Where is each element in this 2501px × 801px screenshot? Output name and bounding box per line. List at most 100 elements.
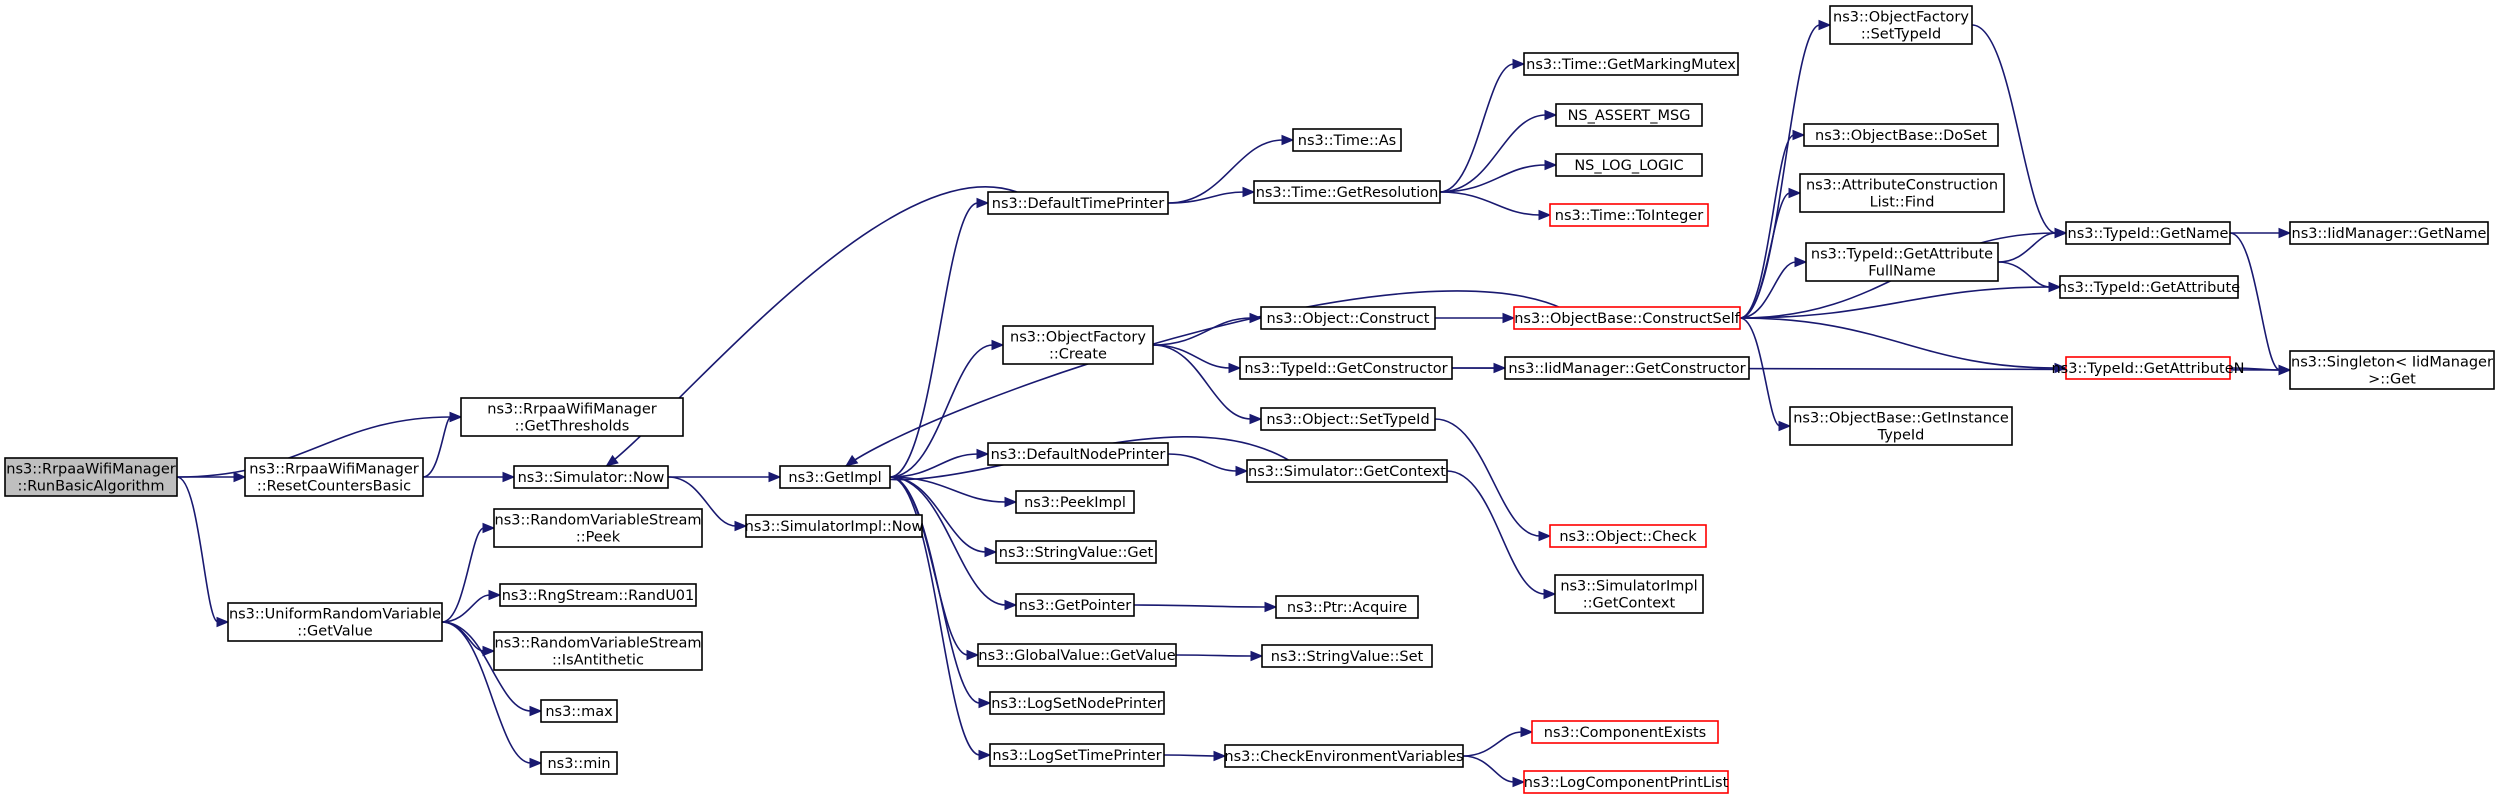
node-box xyxy=(1260,306,1436,330)
node-box xyxy=(1292,128,1402,152)
node-objectCheck[interactable]: ns3::Object::Check xyxy=(1549,524,1707,548)
node-timeAs[interactable]: ns3::Time::As xyxy=(1292,128,1402,152)
node-objBaseConstructSelf[interactable]: ns3::ObjectBase::ConstructSelf xyxy=(1513,306,1741,330)
node-label: ns3::ComponentExists xyxy=(1544,725,1707,741)
node-randU01[interactable]: ns3::RngStream::RandU01 xyxy=(499,583,697,607)
node-checkEnvVars[interactable]: ns3::CheckEnvironmentVariables xyxy=(1224,744,1464,768)
node-rvsPeek[interactable]: ns3::RandomVariableStream::Peek xyxy=(493,508,703,548)
node-stringValueSet[interactable]: ns3::StringValue::Set xyxy=(1261,644,1433,668)
node-nsLogLogic[interactable]: NS_LOG_LOGIC xyxy=(1555,153,1703,177)
node-resetCounters[interactable]: ns3::RrpaaWifiManager::ResetCountersBasi… xyxy=(244,457,424,497)
node-objectSetTypeId[interactable]: ns3::Object::SetTypeId xyxy=(1260,407,1436,431)
node-getPointer[interactable]: ns3::GetPointer xyxy=(1015,593,1135,617)
node-label: ::ResetCountersBasic xyxy=(257,479,411,495)
node-label: ns3::TypeId::GetAttributeN xyxy=(2051,361,2244,377)
node-iidGetName[interactable]: ns3::IidManager::GetName xyxy=(2289,221,2489,245)
node-label: ns3::Time::GetMarkingMutex xyxy=(1526,57,1736,73)
node-objBaseDoSet[interactable]: ns3::ObjectBase::DoSet xyxy=(1803,123,1999,147)
node-box xyxy=(1805,242,1999,282)
node-label: NS_LOG_LOGIC xyxy=(1574,158,1683,174)
node-label: ns3::Ptr::Acquire xyxy=(1287,600,1407,616)
node-singletonGet[interactable]: ns3::Singleton< IidManager>::Get xyxy=(2289,350,2495,390)
node-layer: ns3::RrpaaWifiManager::RunBasicAlgorithm… xyxy=(4,5,2495,794)
edge-root-to-resetCounters xyxy=(177,471,247,483)
node-peekImpl[interactable]: ns3::PeekImpl xyxy=(1015,490,1135,514)
edge-getImpl-to-defaultTimePrinter xyxy=(889,197,990,478)
node-nsAssertMsg[interactable]: NS_ASSERT_MSG xyxy=(1555,103,1703,127)
node-ptrAcquire[interactable]: ns3::Ptr::Acquire xyxy=(1275,595,1419,619)
node-logSetNodePrinter[interactable]: ns3::LogSetNodePrinter xyxy=(989,691,1165,715)
node-box xyxy=(4,457,178,497)
node-label: ns3::TypeId::GetAttribute xyxy=(2058,280,2240,296)
node-isAntithetic[interactable]: ns3::RandomVariableStream::IsAntithetic xyxy=(493,631,703,671)
node-timeGetResolution[interactable]: ns3::Time::GetResolution xyxy=(1253,180,1441,204)
node-label: ns3::IidManager::GetConstructor xyxy=(1508,361,1745,377)
node-label: >::Get xyxy=(2368,372,2416,388)
node-logSetTimePrinter[interactable]: ns3::LogSetTimePrinter xyxy=(989,743,1165,767)
node-label: ns3::Time::ToInteger xyxy=(1555,208,1703,224)
node-box xyxy=(1789,406,2013,446)
node-defaultNodePrinter[interactable]: ns3::DefaultNodePrinter xyxy=(987,442,1169,466)
node-box xyxy=(2065,356,2231,380)
node-box xyxy=(1260,407,1436,431)
node-box xyxy=(987,442,1169,466)
node-box xyxy=(227,602,443,642)
node-label: ns3::GetImpl xyxy=(788,470,881,486)
edge-objBaseConstructSelf-to-objBaseDoSet xyxy=(1739,129,1806,319)
node-simNow[interactable]: ns3::Simulator::Now xyxy=(513,465,669,489)
edge-checkEnvVars-to-componentExists xyxy=(1462,726,1534,757)
node-iidGetConstructor[interactable]: ns3::IidManager::GetConstructor xyxy=(1504,356,1750,380)
node-typeIdGetAttributeN[interactable]: ns3::TypeId::GetAttributeN xyxy=(2051,356,2245,380)
node-label: ns3::StringValue::Set xyxy=(1271,649,1424,665)
node-label: ns3::GetPointer xyxy=(1019,598,1132,614)
node-box xyxy=(1002,325,1154,365)
node-label: ns3::RrpaaWifiManager xyxy=(6,462,176,478)
node-box xyxy=(1523,52,1739,76)
edge-getImpl-to-defaultNodePrinter xyxy=(889,448,990,478)
node-defaultTimePrinter[interactable]: ns3::DefaultTimePrinter xyxy=(987,191,1169,215)
node-getThresholds[interactable]: ns3::RrpaaWifiManager::GetThresholds xyxy=(460,397,684,437)
node-timeToInteger[interactable]: ns3::Time::ToInteger xyxy=(1549,203,1709,227)
edge-typeIdGetName-to-singletonGet xyxy=(2229,232,2292,376)
edge-logSetTimePrinter-to-checkEnvVars xyxy=(1163,750,1227,762)
node-simImplNow[interactable]: ns3::SimulatorImpl::Now xyxy=(745,514,924,538)
edge-typeIdGetName-to-iidGetName xyxy=(2230,227,2292,239)
node-typeIdGetAttribute[interactable]: ns3::TypeId::GetAttribute xyxy=(2058,275,2240,299)
node-min[interactable]: ns3::min xyxy=(540,751,618,775)
node-box xyxy=(1554,574,1704,614)
node-simGetContext[interactable]: ns3::Simulator::GetContext xyxy=(1246,459,1448,483)
node-simImplGetContext[interactable]: ns3::SimulatorImpl::GetContext xyxy=(1554,574,1704,614)
node-box xyxy=(460,397,684,437)
node-label: ns3::Time::GetResolution xyxy=(1256,185,1439,201)
node-max[interactable]: ns3::max xyxy=(540,699,618,723)
node-label: ns3::TypeId::GetConstructor xyxy=(1244,361,1447,377)
node-logComponentPrintList[interactable]: ns3::LogComponentPrintList xyxy=(1523,770,1729,794)
node-typeIdGetConstructor[interactable]: ns3::TypeId::GetConstructor xyxy=(1239,356,1453,380)
edge-getImpl-to-logSetNodePrinter xyxy=(889,476,992,709)
edge-getImpl-to-peekImpl xyxy=(889,476,1018,508)
edge-layer xyxy=(176,19,2292,788)
node-root[interactable]: ns3::RrpaaWifiManager::RunBasicAlgorithm xyxy=(4,457,178,497)
node-getImpl[interactable]: ns3::GetImpl xyxy=(779,465,891,489)
node-stringValueGet[interactable]: ns3::StringValue::Get xyxy=(995,540,1157,564)
node-componentExists[interactable]: ns3::ComponentExists xyxy=(1531,720,1719,744)
node-uniformGetValue[interactable]: ns3::UniformRandomVariable::GetValue xyxy=(227,602,443,642)
node-globalValueGetValue[interactable]: ns3::GlobalValue::GetValue xyxy=(977,643,1177,667)
node-label: ns3::IidManager::GetName xyxy=(2292,226,2487,242)
node-label: ns3::Simulator::GetContext xyxy=(1248,464,1446,480)
node-typeIdGetName[interactable]: ns3::TypeId::GetName xyxy=(2065,221,2231,245)
edge-defaultTimePrinter-to-timeGetResolution xyxy=(1167,186,1256,204)
edge-objBaseConstructSelf-to-objBaseGetInstanceTypeId xyxy=(1739,317,1792,432)
node-objFactorySetTypeId[interactable]: ns3::ObjectFactory::SetTypeId xyxy=(1829,5,1973,45)
node-timeGetMarkingMutex[interactable]: ns3::Time::GetMarkingMutex xyxy=(1523,52,1739,76)
node-box xyxy=(1555,103,1703,127)
node-objectConstruct[interactable]: ns3::Object::Construct xyxy=(1260,306,1436,330)
node-label: ns3::ObjectBase::GetInstance xyxy=(1793,411,2009,427)
node-objFactoryCreate[interactable]: ns3::ObjectFactory::Create xyxy=(1002,325,1154,365)
edge-resetCounters-to-getThresholds xyxy=(422,411,463,478)
node-label: ::IsAntithetic xyxy=(552,653,644,669)
edge-objFactoryCreate-to-typeIdGetConstructor xyxy=(1152,344,1242,374)
